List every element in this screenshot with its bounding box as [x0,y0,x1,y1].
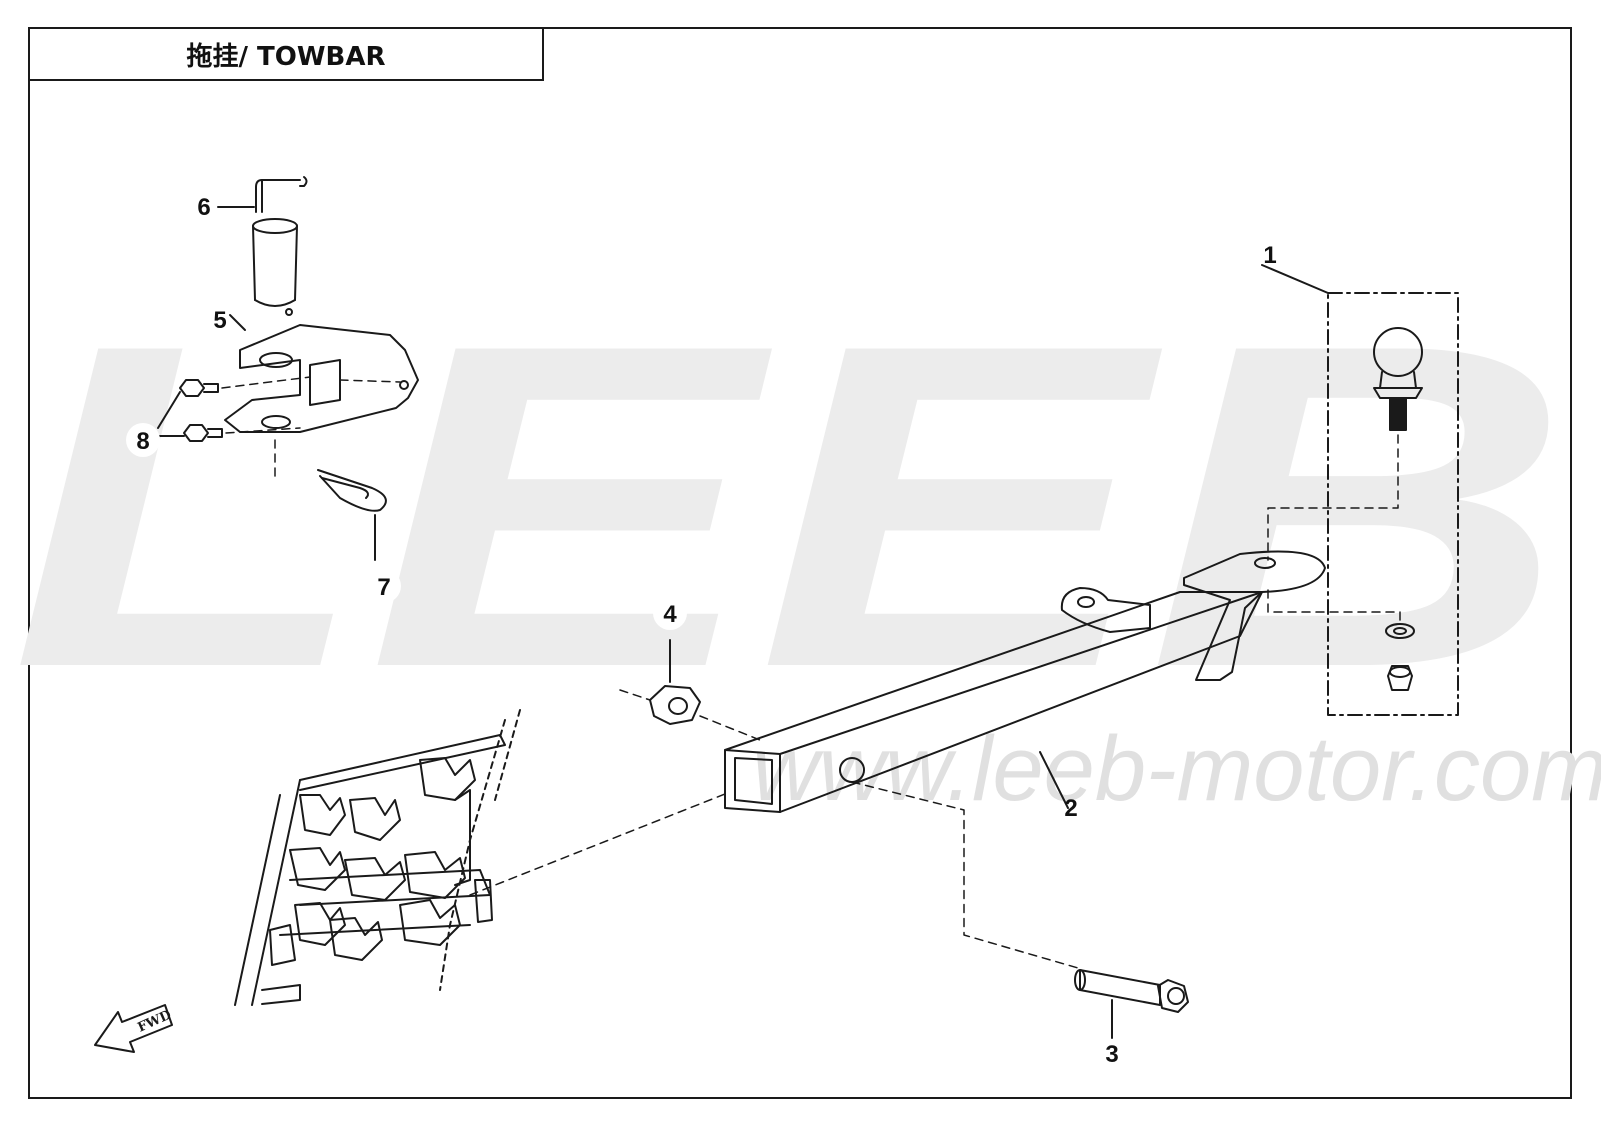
vehicle-frame [234,709,521,1006]
callout-7: 7 [377,574,390,601]
hitch-pin [252,176,308,316]
callout-3: 3 [1105,1041,1118,1068]
callout-8-bg [126,423,160,457]
frame-dash-line [469,791,731,896]
callout-7-bg [367,569,401,603]
hitch-dash-lines [1267,434,1401,625]
hitch-washer [1385,623,1415,639]
bracket-dash-lines [221,376,401,481]
fwd-arrow [94,1004,173,1053]
hitch-nut [1387,665,1413,691]
leader-5 [229,314,246,331]
watermark-brand: LEEB [10,250,1570,763]
leader-2 [1039,751,1069,809]
callout-8: 8 [136,428,149,455]
towbar-bolt [1074,969,1189,1013]
callout-1: 1 [1263,242,1276,269]
callout-4-bg [653,596,687,630]
drawing-frame [28,27,1572,1099]
leader-1 [1261,264,1329,294]
towbar-tube [724,550,1326,813]
watermark: LEEB www.leeb-motor.com [10,250,1601,820]
bracket-bolts [179,379,223,442]
callouts: 1 2 3 4 5 6 7 8 [126,194,1277,1068]
callout-2: 2 [1064,795,1077,822]
callout-5: 5 [213,307,226,334]
bushing [649,685,701,725]
watermark-url: www.leeb-motor.com [752,718,1601,820]
leader-8a [157,391,181,429]
page-title: 拖挂/ TOWBAR [28,27,544,81]
clevis-bracket [224,324,419,433]
hair-pin-clip [317,469,387,512]
bolt-dash-line [851,781,1079,969]
hitch-ball [1373,327,1423,431]
callout-4: 4 [663,601,677,628]
callout-6: 6 [197,194,210,221]
bushing-dash-lines [619,689,761,741]
hitch-ball-kit-box [1327,292,1459,716]
